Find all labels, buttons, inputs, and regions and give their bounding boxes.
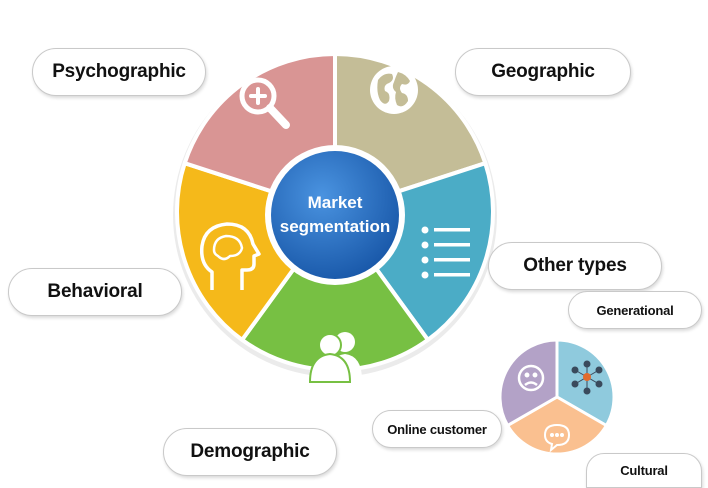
other-types-label: Other types bbox=[488, 242, 662, 290]
online-customer-label: Online customer bbox=[372, 410, 502, 448]
sad-face-icon bbox=[517, 364, 545, 392]
people-icon bbox=[308, 332, 362, 383]
generational-label: Generational bbox=[568, 291, 702, 329]
head-brain-icon bbox=[199, 222, 261, 290]
demographic-label: Demographic bbox=[163, 428, 337, 476]
center-title-line2: segmentation bbox=[280, 217, 391, 236]
magnifier-plus-icon bbox=[239, 77, 290, 129]
cultural-label: Cultural bbox=[586, 453, 702, 488]
center-title-line1: Market bbox=[308, 193, 363, 212]
geographic-label: Geographic bbox=[455, 48, 631, 96]
psychographic-label: Psychographic bbox=[32, 48, 206, 96]
speech-bubbles-icon bbox=[543, 423, 571, 453]
network-people-icon bbox=[571, 360, 603, 395]
behavioral-label: Behavioral bbox=[8, 268, 182, 316]
center-disc bbox=[271, 151, 399, 279]
globe-icon bbox=[370, 66, 418, 114]
list-icon bbox=[421, 226, 470, 279]
